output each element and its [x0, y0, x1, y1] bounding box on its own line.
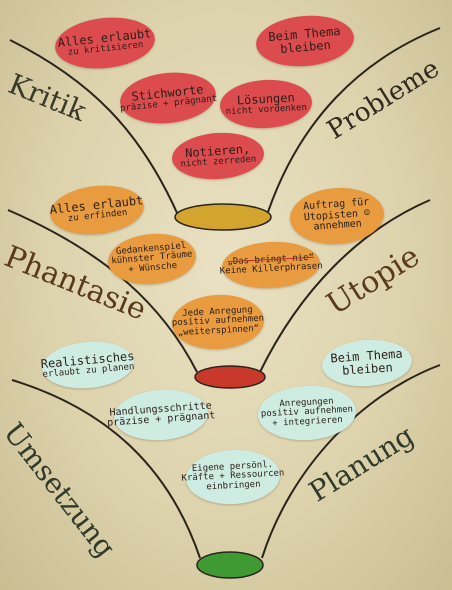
funnel-phantasie-right-line [259, 199, 431, 373]
funnel-umsetzung-left-line [11, 379, 201, 559]
funnel-kritik-left-line [9, 39, 179, 216]
funnel-kritik-bottom [174, 203, 272, 231]
funnel-kritik-right-line [267, 27, 441, 213]
funnel-umsetzung-right-line [261, 364, 441, 559]
funnel-umsetzung-bottom [196, 551, 264, 579]
funnel-phantasie-bottom [194, 365, 266, 389]
